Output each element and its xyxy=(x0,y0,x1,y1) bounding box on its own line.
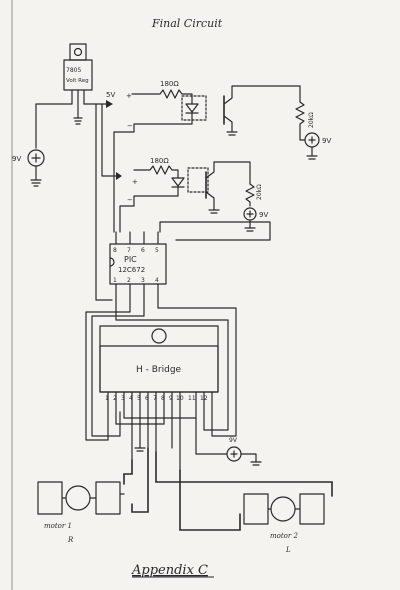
resistor-right-top-label: 20kΩ xyxy=(308,112,315,128)
pic-pin-6: 6 xyxy=(141,247,145,254)
hb-pin-3: 3 xyxy=(121,395,125,402)
wire-motor2-a xyxy=(155,451,333,497)
hbridge-pins xyxy=(107,391,213,471)
wire-pic-hbridge-c xyxy=(157,299,237,437)
page-title: Final Circuit xyxy=(151,17,223,30)
hb-pin-5: 5 xyxy=(137,395,141,402)
battery-left xyxy=(27,149,45,187)
resistor-right-top xyxy=(295,101,305,133)
pic-pin-5: 5 xyxy=(155,247,159,254)
wire-pic-hbridge-b xyxy=(91,299,145,437)
motor-2-label: motor 2 xyxy=(270,532,298,540)
motor-2-side: L xyxy=(285,546,291,554)
wire-pic-hbridge-a xyxy=(85,299,131,441)
appendix-caption: Appendix C xyxy=(131,563,208,578)
pic-pin-2: 2 xyxy=(127,277,131,284)
wire-motor2-b xyxy=(179,469,241,531)
hb-pin-1: 1 xyxy=(105,395,109,402)
hb-pin-8: 8 xyxy=(161,395,165,402)
hb-pin-10: 10 xyxy=(176,395,184,402)
regulator-sublabel: Volt Reg xyxy=(66,78,89,84)
hb-pin-9: 9 xyxy=(169,395,173,402)
pic-pin-3: 3 xyxy=(141,277,145,284)
resistor-mid xyxy=(133,165,179,179)
supply-arrow xyxy=(106,100,113,108)
hb-pin-2: 2 xyxy=(113,395,117,402)
battery-bottom-label: 9V xyxy=(229,437,238,444)
motor-1-label: motor 1 xyxy=(44,522,72,530)
battery-right-mid-label: 9V xyxy=(259,211,268,219)
polarity-plus-top: + xyxy=(126,92,132,100)
battery-right-mid xyxy=(243,207,257,232)
supply-5v-label: 5V xyxy=(106,91,115,99)
hbridge-chip xyxy=(99,325,219,393)
pic-pin-7: 7 xyxy=(127,247,131,254)
resistor-top-label: 180Ω xyxy=(160,80,179,88)
resistor-top xyxy=(131,89,193,105)
battery-right-top xyxy=(299,131,320,160)
battery-bottom xyxy=(195,417,262,466)
wire-5v-to-opto2 xyxy=(101,103,119,177)
wire-motor1-b xyxy=(131,447,149,513)
hb-pin-7: 7 xyxy=(153,395,157,402)
wire-opto-return xyxy=(159,221,271,241)
hb-pin-6: 6 xyxy=(145,395,149,402)
resistor-right-mid xyxy=(245,183,255,207)
pic-chip xyxy=(109,231,167,301)
polarity-minus-mid: − xyxy=(127,196,133,204)
wire-pic-to-opto1 xyxy=(113,131,131,233)
hb-pin-11: 11 xyxy=(188,395,196,402)
pic-pin-4: 4 xyxy=(155,277,159,284)
wire-motor1-a xyxy=(123,459,133,485)
pic-name: PIC xyxy=(124,255,137,264)
pic-pin-1: 1 xyxy=(113,277,117,284)
resistor-right-mid-label: 20kΩ xyxy=(256,184,263,200)
optocoupler-top xyxy=(181,85,301,136)
motor-1 xyxy=(37,481,125,515)
led-top xyxy=(129,103,199,133)
hbridge-name: H - Bridge xyxy=(136,365,182,375)
voltage-regulator xyxy=(63,43,93,125)
wire-pic-to-opto2 xyxy=(119,205,129,233)
battery-left-label: 9V xyxy=(12,155,21,163)
battery-right-top-label: 9V xyxy=(322,137,331,145)
polarity-plus-mid: + xyxy=(132,178,138,186)
resistor-mid-label: 180Ω xyxy=(150,157,169,165)
hb-pin-4: 4 xyxy=(129,395,133,402)
wire-5v-bus xyxy=(95,103,113,301)
wire-reg-to-battery xyxy=(35,103,73,149)
pic-model: 12C672 xyxy=(118,266,145,274)
pic-pin-8: 8 xyxy=(113,247,117,254)
regulator-label: 7805 xyxy=(66,67,81,74)
motor-1-side: R xyxy=(67,536,74,544)
optocoupler-mid xyxy=(187,161,251,214)
polarity-minus-top: − xyxy=(127,122,133,130)
wire-pic-hbridge-d xyxy=(115,299,229,431)
led-mid xyxy=(127,177,185,207)
motor-2 xyxy=(243,493,325,525)
hb-pin-12: 12 xyxy=(200,395,208,402)
